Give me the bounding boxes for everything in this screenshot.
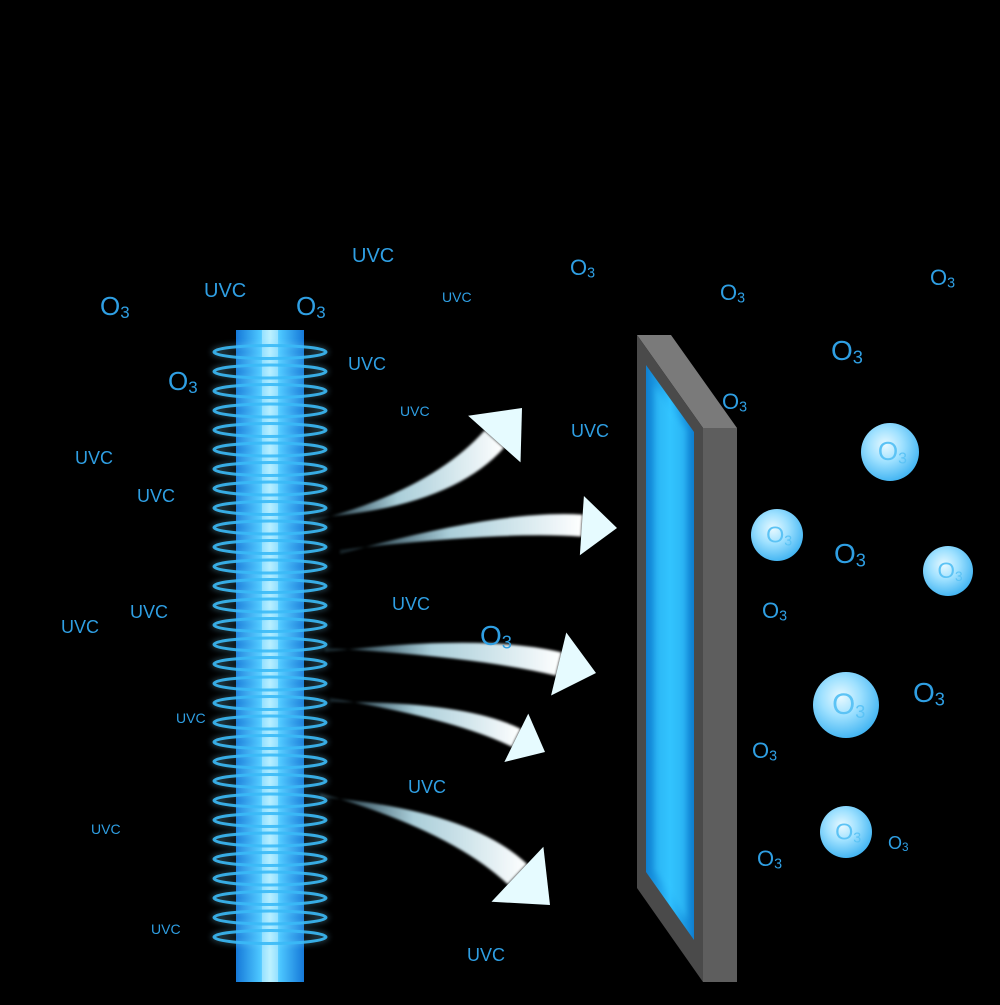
ozone-bubble-label: O3 — [878, 436, 907, 467]
airflow-arrow-icon — [330, 698, 521, 747]
lamp-coil-glow — [211, 518, 329, 537]
ozone-bubble-icon: O3 — [923, 546, 973, 596]
lamp-coil-glow — [211, 362, 329, 381]
ozone-label: O3 — [752, 738, 777, 765]
ozone-label: O3 — [831, 335, 863, 367]
airflow-arrow-icon — [320, 793, 528, 885]
uvc-label: UVC — [75, 448, 113, 468]
ozone-label: O3 — [480, 620, 512, 652]
ozone-bubble-icon: O3 — [813, 672, 879, 738]
lamp-coil-glow — [211, 654, 329, 674]
uvc-label: UVC — [176, 710, 206, 726]
lamp-coil-glow — [211, 498, 329, 518]
lamp-coil-glow — [211, 401, 329, 420]
ozone-label: O3 — [570, 255, 595, 282]
ozone-bubble-icon: O3 — [751, 509, 803, 561]
ozone-bubble-icon: O3 — [820, 806, 872, 858]
lamp-coil-glow — [211, 440, 329, 459]
lamp-coil-glow — [211, 927, 329, 947]
lamp-coil-glow — [211, 342, 329, 362]
lamp-coil-glow — [211, 615, 329, 635]
airflow-arrow-head — [504, 713, 545, 763]
lamp-coil-glow — [211, 459, 329, 479]
lamp-coil-glow — [211, 713, 329, 732]
uvc-label: UVC — [400, 403, 430, 419]
lamp-coil-glow — [211, 810, 329, 830]
uvc-label: UVC — [467, 945, 505, 965]
uvc-label: UVC — [204, 280, 246, 302]
lamp-coil-glow — [211, 537, 329, 557]
ozone-label: O3 — [100, 291, 130, 322]
uvc-lamp-tube-icon — [211, 330, 329, 982]
airflow-arrow-icon — [310, 430, 505, 522]
lamp-coil-group — [211, 342, 329, 947]
filter-panel-icon — [637, 335, 737, 982]
uvc-label: UVC — [91, 821, 121, 837]
lamp-coil-glow — [211, 420, 329, 440]
lamp-coil-glow — [211, 479, 329, 498]
uvc-label: UVC — [61, 617, 99, 637]
lamp-coil-glow — [211, 576, 329, 596]
lamp-coil-glow — [211, 869, 329, 888]
lamp-coil-glow — [211, 791, 329, 810]
lamp-coil-glow — [211, 693, 329, 713]
uvc-label-group: UVC UVC UVC UVC UVC UVC UVC UVC UVC UVC UVC UVC UVC U… — [61, 245, 609, 965]
lamp-coil-glow — [211, 635, 329, 654]
ozone-label: O3 — [834, 538, 866, 570]
lamp-coil-glow — [211, 771, 329, 791]
airflow-arrow-icon — [340, 514, 583, 554]
uvc-label: UVC — [348, 354, 386, 374]
lamp-coil-glow — [211, 732, 329, 752]
uvc-label: UVC — [571, 421, 609, 441]
ozone-label: O3 — [296, 291, 326, 322]
airflow-arrow-head — [491, 846, 550, 905]
lamp-coil-glow — [211, 381, 329, 401]
lamp-coil-glow — [211, 557, 329, 576]
ozone-label: O3 — [757, 846, 782, 873]
uvc-label: UVC — [408, 777, 446, 797]
ozone-label: O3 — [168, 366, 198, 397]
uvc-label: UVC — [352, 245, 394, 267]
ozone-bubble-icon: O3 — [861, 423, 919, 481]
uvc-label: UVC — [392, 594, 430, 614]
ozone-label: O3 — [930, 265, 955, 292]
airflow-arrow-head — [551, 632, 596, 696]
lamp-coil-glow — [211, 908, 329, 927]
airflow-arrow-group — [310, 408, 617, 905]
lamp-coil-glow — [211, 888, 329, 908]
lamp-coil-glow — [211, 849, 329, 869]
airflow-arrow-head — [468, 408, 522, 463]
ozone-label: O3 — [722, 389, 747, 416]
ozone-label: O3 — [762, 598, 787, 625]
uvc-label: UVC — [130, 602, 168, 622]
lamp-coil-glow — [211, 830, 329, 849]
uvc-label: UVC — [137, 486, 175, 506]
ozone-label: O3 — [720, 280, 745, 307]
lamp-coil-glow — [211, 596, 329, 615]
ozone-label: O3 — [913, 677, 945, 709]
lamp-coil-glow — [211, 752, 329, 771]
ozone-label: O3 — [888, 833, 909, 854]
lamp-coil-glow — [211, 674, 329, 693]
airflow-arrow-icon — [325, 642, 562, 676]
uvc-label: UVC — [151, 921, 181, 937]
uvc-label: UVC — [442, 289, 472, 305]
airflow-arrow-head — [579, 495, 617, 556]
